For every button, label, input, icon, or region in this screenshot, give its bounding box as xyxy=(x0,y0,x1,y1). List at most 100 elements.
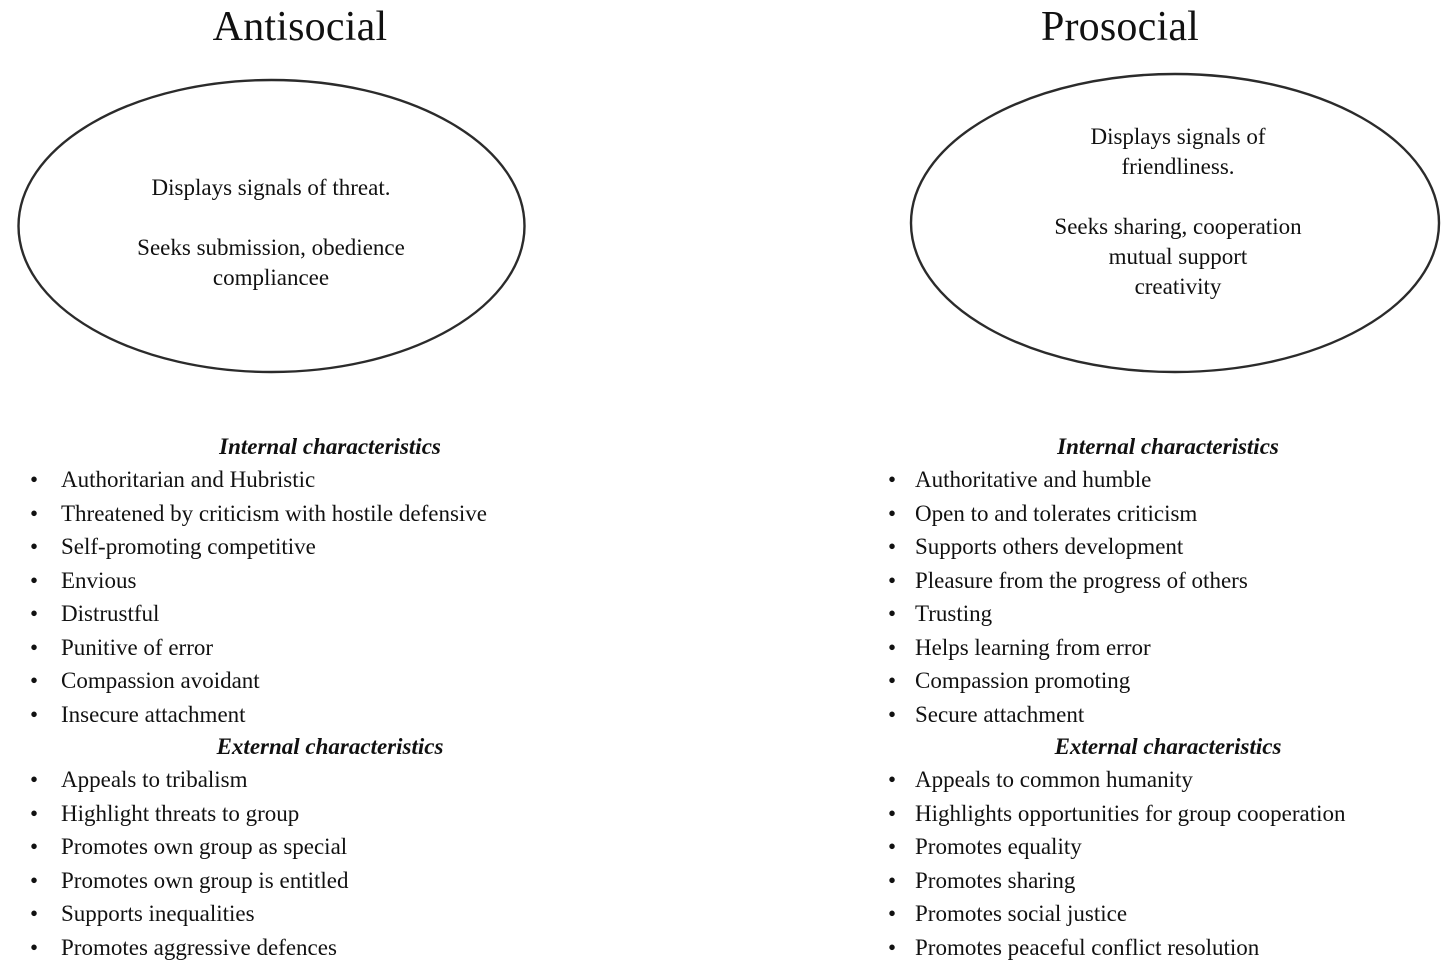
bullet-icon: • xyxy=(888,834,897,859)
list-item: • Promotes own group is entitled xyxy=(0,864,640,898)
section-heading-internal-antisocial: Internal characteristics xyxy=(219,434,441,459)
bullet-icon: • xyxy=(30,901,39,926)
ellipse-antisocial-line-3: compliancee xyxy=(212,265,330,290)
ellipse-antisocial-text: Displays signals of threat. Seeks submis… xyxy=(76,173,466,293)
list-item-label: Promotes sharing xyxy=(915,867,1076,893)
bullet-icon: • xyxy=(888,567,897,593)
list-item-label: Envious xyxy=(61,567,137,593)
list-item: •Highlight threats to group xyxy=(0,797,640,831)
list-item: •Distrustful xyxy=(0,597,640,631)
list-item-label: Pleasure from the progress of others xyxy=(915,567,1248,593)
ellipse-antisocial-shape xyxy=(17,78,526,374)
bullet-icon: • xyxy=(30,467,39,492)
bullet-icon: • xyxy=(30,701,39,727)
bullet-icon: • xyxy=(888,800,897,826)
list-item-label: Secure attachment xyxy=(915,701,1085,727)
ellipse-prosocial-shape xyxy=(909,72,1441,374)
bullet-icon: • xyxy=(30,934,39,960)
list-antisocial-external: •Appeals to tribalism•Highlight threats … xyxy=(0,763,640,964)
section-heading-external-prosocial: External characteristics xyxy=(1054,734,1282,759)
list-item: • Authoritarian and Hubristic xyxy=(0,463,640,497)
ellipse-prosocial-line-3: Seeks sharing, cooperation xyxy=(1054,214,1302,239)
list-item-label: Supports inequalities xyxy=(61,901,255,926)
ellipse-text-gap xyxy=(76,203,466,233)
ellipse-prosocial-line-4: mutual support xyxy=(1108,244,1248,269)
column-title-antisocial: Antisocial xyxy=(212,4,388,50)
list-item-label: Authoritative and humble xyxy=(915,467,1152,492)
ellipse-antisocial-line-1: Displays signals of threat. xyxy=(151,175,391,200)
list-item: •Appeals to common humanity xyxy=(855,763,1456,797)
bullet-icon: • xyxy=(888,767,897,792)
bullet-icon: • xyxy=(30,767,39,792)
list-item: • Helps learning from error xyxy=(855,631,1456,665)
list-item: •Highlights opportunities for group coop… xyxy=(855,797,1456,831)
list-item-label: Appeals to tribalism xyxy=(61,767,248,792)
bullet-icon: • xyxy=(30,634,39,660)
list-item: • Supports others development xyxy=(855,530,1456,564)
bullet-icon: • xyxy=(30,834,39,859)
list-item-label: Trusting xyxy=(915,601,993,626)
ellipse-antisocial-line-2: Seeks submission, obedience xyxy=(137,235,405,260)
bullet-icon: • xyxy=(888,901,897,926)
list-item: • Threatened by criticism with hostile de… xyxy=(0,497,640,531)
bullet-icon: • xyxy=(30,500,39,526)
list-item: • Punitive of error xyxy=(0,631,640,665)
list-item-label: Promotes aggressive defences xyxy=(61,934,337,960)
bullet-icon: • xyxy=(888,634,897,660)
section-heading-internal-prosocial: Internal characteristics xyxy=(1057,434,1279,459)
bullet-icon: • xyxy=(888,701,897,727)
bullet-icon: • xyxy=(30,867,39,893)
list-item-label: Authoritarian and Hubristic xyxy=(61,467,316,492)
list-item-label: Helps learning from error xyxy=(915,634,1151,660)
bullet-icon: • xyxy=(888,601,897,626)
characteristics-column-prosocial: Internal characteristics • Authoritative … xyxy=(855,432,1456,964)
list-antisocial-internal: • Authoritarian and Hubristic • Threatened … xyxy=(0,463,640,731)
list-item: •Compassion avoidant xyxy=(0,664,640,698)
list-item: • Insecure attachment xyxy=(0,698,640,732)
bullet-icon: • xyxy=(888,934,897,960)
list-item: • Envious xyxy=(0,564,640,598)
ellipse-prosocial-line-1: Displays signals of xyxy=(1090,124,1266,149)
bullet-icon: • xyxy=(30,601,39,626)
list-item-label: Punitive of error xyxy=(61,634,214,660)
list-item-label: Compassion avoidant xyxy=(61,668,260,693)
bullet-icon: • xyxy=(888,500,897,526)
list-item: • Appeals to tribalism xyxy=(0,763,640,797)
list-item-label: Promotes equality xyxy=(915,834,1082,859)
list-item: • Authoritative and humble xyxy=(855,463,1456,497)
list-item: • Promotes social justice xyxy=(855,897,1456,931)
list-item-label: Supports others development xyxy=(915,534,1184,559)
characteristics-column-antisocial: Internal characteristics • Authoritarian … xyxy=(0,432,640,964)
list-item: • Secure attachment xyxy=(855,698,1456,732)
list-item-label: Promotes peaceful conflict resolution xyxy=(915,934,1260,960)
list-item: • Promotes aggressive defences xyxy=(0,931,640,965)
list-item-label: Promotes own group as special xyxy=(61,834,348,859)
list-item: • Self-promoting competitive xyxy=(0,530,640,564)
bullet-icon: • xyxy=(888,534,897,559)
list-item-label: Insecure attachment xyxy=(61,701,246,727)
list-item: •Open to and tolerates criticism xyxy=(855,497,1456,531)
list-item-label: Self-promoting competitive xyxy=(61,534,316,559)
column-title-prosocial: Prosocial xyxy=(1040,4,1200,50)
list-item: • Pleasure from the progress of others xyxy=(855,564,1456,598)
bullet-icon: • xyxy=(888,467,897,492)
bullet-icon: • xyxy=(30,534,39,559)
ellipse-text-gap xyxy=(1018,182,1338,212)
list-item-label: Promotes own group is entitled xyxy=(61,867,349,893)
list-item: • Supports inequalities xyxy=(0,897,640,931)
bullet-icon: • xyxy=(30,567,39,593)
list-item-label: Threatened by criticism with hostile def… xyxy=(61,500,488,526)
list-item-label: Highlight threats to group xyxy=(61,800,300,826)
ellipse-prosocial: Displays signals of friendliness. Seeks … xyxy=(908,72,1442,374)
ellipse-prosocial-line-5: creativity xyxy=(1134,274,1222,299)
list-item-label: Promotes social justice xyxy=(915,901,1128,926)
list-item: • Promotes peaceful conflict resolution xyxy=(855,931,1456,965)
ellipse-antisocial: Displays signals of threat. Seeks submis… xyxy=(16,78,527,374)
ellipse-prosocial-line-2: friendliness. xyxy=(1121,154,1235,179)
list-prosocial-internal: • Authoritative and humble •Open to and to… xyxy=(855,463,1456,731)
ellipse-prosocial-text: Displays signals of friendliness. Seeks … xyxy=(1018,122,1338,302)
list-prosocial-external: •Appeals to common humanity•Highlights o… xyxy=(855,763,1456,964)
list-item: •Compassion promoting xyxy=(855,664,1456,698)
list-item: • Trusting xyxy=(855,597,1456,631)
